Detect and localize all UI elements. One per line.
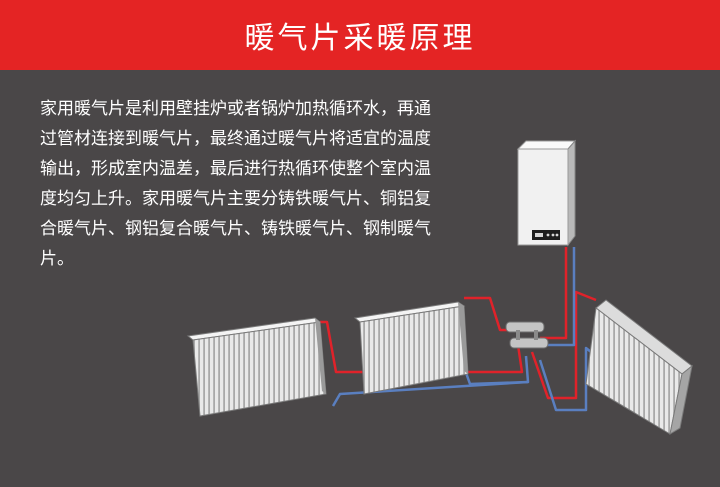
hot-water-pipes (320, 247, 597, 400)
title-banner: 暖气片采暖原理 (0, 0, 720, 70)
manifold-icon (505, 321, 549, 349)
cold-water-pipes (331, 247, 597, 412)
radiator-icon (353, 301, 469, 395)
wall-boiler-icon (516, 139, 577, 247)
heating-system-diagram (186, 139, 693, 436)
page-title: 暖气片采暖原理 (244, 21, 476, 56)
description-text: 家用暖气片是利用壁挂炉或者锅炉加热循环水，再通过管材连接到暖气片，最终通过暖气片… (40, 99, 431, 269)
radiator-icon (186, 317, 327, 417)
radiator-icon (585, 299, 693, 436)
